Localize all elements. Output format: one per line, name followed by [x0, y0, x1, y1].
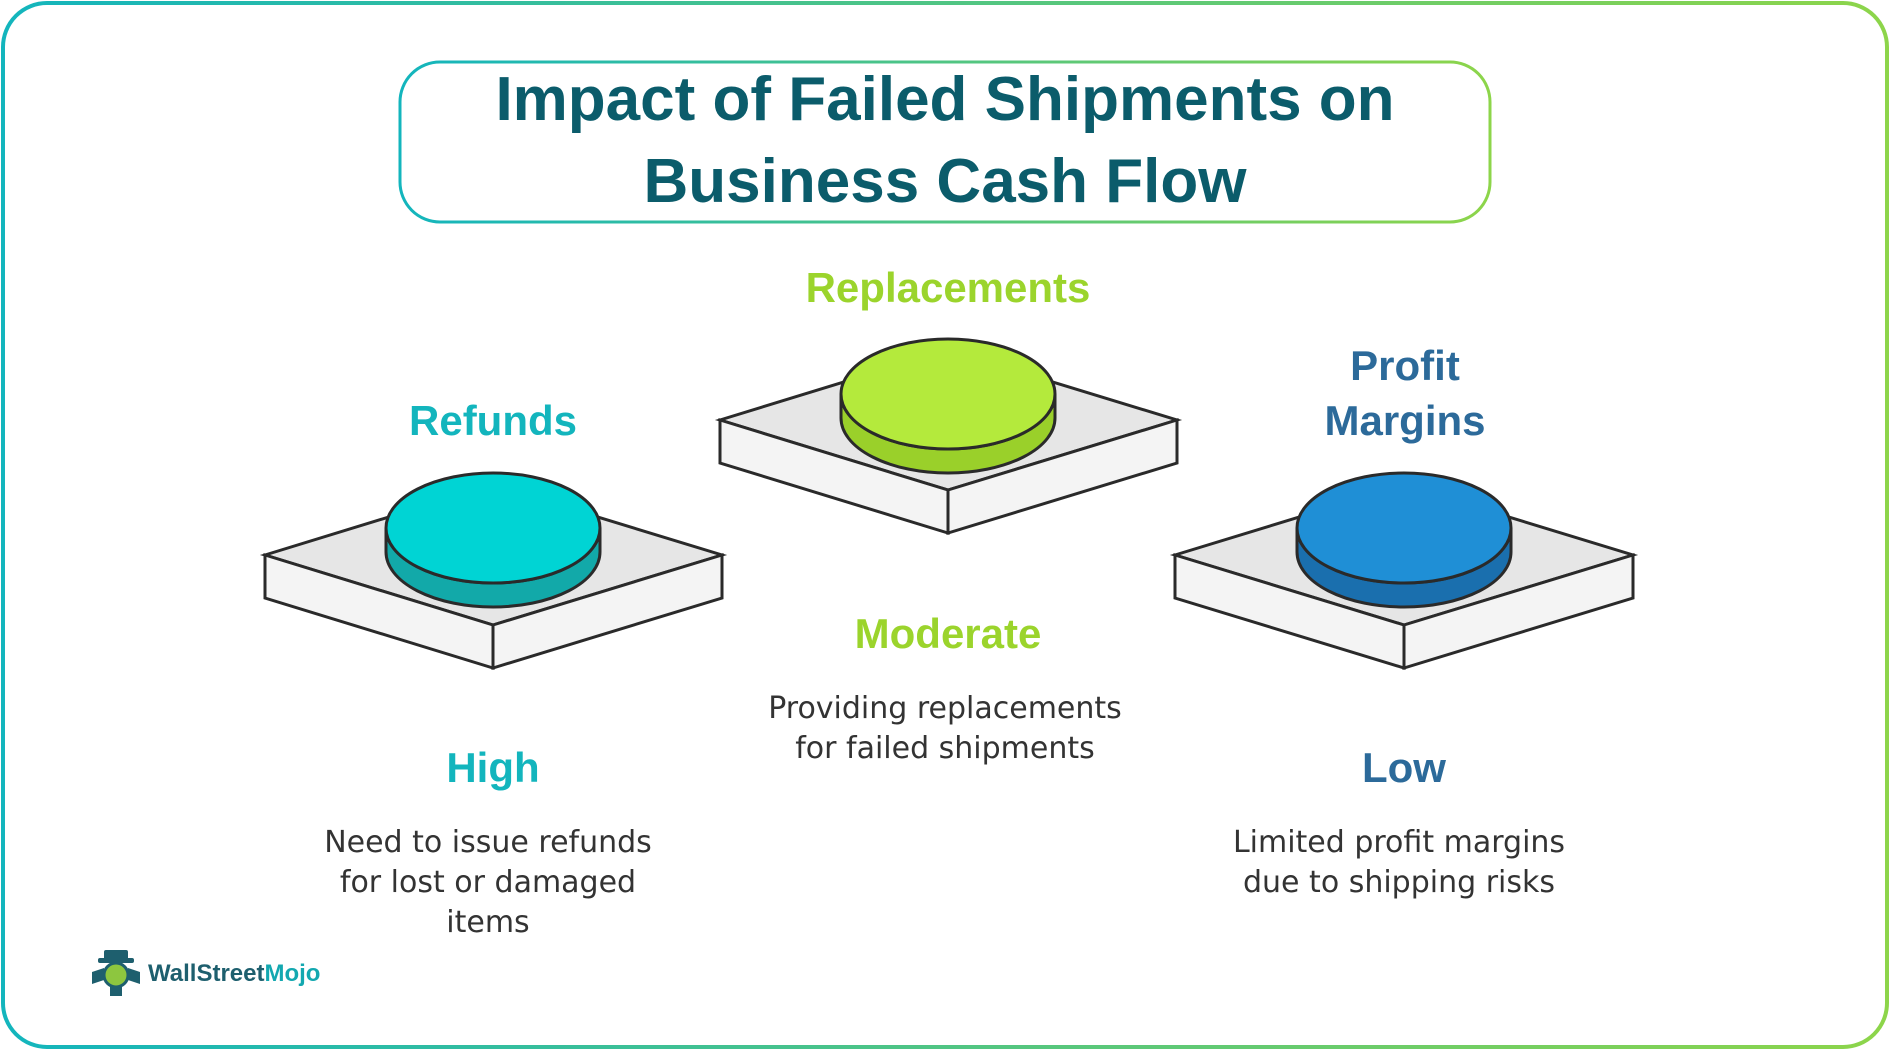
impact-level-low: Low: [1362, 744, 1446, 791]
category-label-margins: Margins: [1324, 397, 1485, 444]
item-profit-margins: Profit Margins Low Limited profit margin…: [1169, 342, 1639, 900]
mojo-mascot-icon: [92, 950, 140, 996]
category-label-refunds: Refunds: [409, 397, 577, 444]
description-refunds-line-1: Need to issue refunds: [324, 825, 652, 860]
disk-refunds: [384, 471, 602, 609]
item-refunds: Refunds High Need to issue refunds for l…: [259, 397, 728, 940]
description-replacements-line-2: for failed shipments: [795, 731, 1095, 766]
description-refunds-line-3: items: [446, 905, 529, 940]
wallstreetmojo-logo: WallStreetMojo: [92, 950, 320, 996]
disk-replacements: [839, 337, 1057, 475]
description-profit-line-2: due to shipping risks: [1243, 865, 1555, 900]
disk-profit-margins: [1295, 471, 1513, 609]
page-title-line-1: Impact of Failed Shipments on: [495, 65, 1394, 134]
impact-level-high: High: [446, 744, 539, 791]
category-label-profit: Profit: [1350, 342, 1460, 389]
description-profit-line-1: Limited profit margins: [1233, 825, 1565, 860]
impact-level-moderate: Moderate: [855, 610, 1042, 657]
item-replacements: Replacements Moderate Providing replacem…: [714, 264, 1183, 766]
page-title-line-2: Business Cash Flow: [644, 147, 1248, 216]
logo-text: WallStreetMojo: [148, 960, 320, 987]
description-refunds-line-2: for lost or damaged: [340, 865, 636, 900]
title-box: [398, 60, 1492, 224]
category-label-replacements: Replacements: [806, 264, 1091, 311]
description-replacements-line-1: Providing replacements: [768, 691, 1122, 726]
